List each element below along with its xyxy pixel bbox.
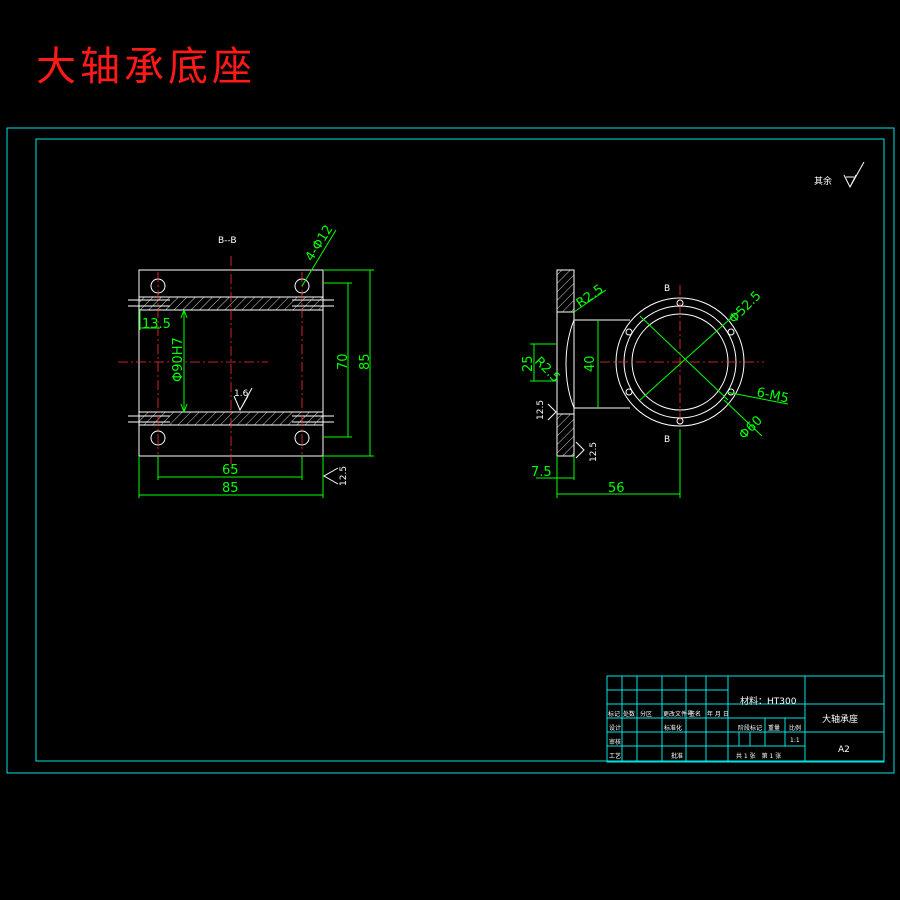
dim-r2-5-top: R2.5 bbox=[574, 282, 607, 311]
dim-6-m5: 6-M5 bbox=[755, 385, 790, 406]
section-label: B--B bbox=[218, 236, 237, 246]
role-check: 审核 bbox=[609, 738, 621, 746]
dim-70: 70 bbox=[336, 353, 351, 370]
dim-25: 25 bbox=[521, 355, 536, 372]
b-marker-top: B bbox=[664, 284, 670, 294]
hdr-sign: 签名 bbox=[689, 710, 701, 718]
approve-label: 批准 bbox=[671, 752, 683, 760]
weight-label: 重量 bbox=[768, 724, 780, 732]
flange-hatch-top bbox=[556, 269, 575, 313]
roughness-note: 其余 bbox=[814, 175, 832, 187]
std-label: 标准化 bbox=[664, 724, 682, 732]
b-marker-bottom: B bbox=[664, 435, 670, 445]
page-title: 大轴承底座 bbox=[36, 44, 256, 90]
dim-13-5: 13.5 bbox=[142, 317, 171, 332]
dim-phi52-5: Φ52.5 bbox=[726, 289, 764, 327]
rough-12-5-b: 12.5 bbox=[589, 442, 599, 462]
right-view: B B R2.5 R2.5 25 40 Φ52.5 6-M5 Φ60 7.5 5… bbox=[521, 269, 790, 498]
dim-85-horizontal: 85 bbox=[222, 481, 239, 496]
outer-border bbox=[6, 127, 895, 774]
role-process: 工艺 bbox=[609, 752, 621, 760]
rough-1-6: 1.6 bbox=[234, 389, 249, 399]
hdr-mark: 标记 bbox=[608, 710, 620, 718]
hdr-date: 年 月 日 bbox=[707, 710, 729, 718]
hdr-zone: 分区 bbox=[640, 710, 652, 718]
title-block: 材料：HT300 大轴承座 A2 1:1 共 1 张 第 1 张 阶段标记 重量… bbox=[606, 675, 885, 763]
flange-hatch-bot bbox=[556, 413, 575, 457]
sheet-info: 共 1 张 第 1 张 bbox=[736, 752, 781, 760]
roughness-symbol-icon bbox=[843, 161, 865, 189]
dim-7-5: 7.5 bbox=[531, 465, 552, 480]
sheet-size: A2 bbox=[838, 745, 850, 755]
left-section-view: B--B 4-Φ12 13.5 Φ90H7 70 85 bbox=[118, 222, 374, 498]
inner-border bbox=[35, 138, 885, 762]
dim-bore: Φ90H7 bbox=[171, 337, 186, 382]
dim-56: 56 bbox=[608, 481, 625, 496]
rough-12-5-a: 12.5 bbox=[536, 400, 546, 420]
hdr-change: 更改文件号 bbox=[663, 710, 693, 718]
dim-40: 40 bbox=[583, 355, 598, 372]
ratio-label: 比例 bbox=[789, 724, 801, 732]
part-name: 大轴承座 bbox=[822, 713, 858, 725]
stage-label: 阶段标记 bbox=[738, 724, 762, 732]
material-label: 材料：HT300 bbox=[740, 695, 797, 707]
scale-value: 1:1 bbox=[790, 737, 800, 744]
dim-phi60: Φ60 bbox=[736, 413, 766, 443]
rough-12-5-left: 12.5 bbox=[339, 466, 349, 486]
role-design: 设计 bbox=[609, 724, 621, 732]
dim-85-vertical: 85 bbox=[358, 353, 373, 370]
hdr-count: 处数 bbox=[623, 710, 635, 718]
dim-65: 65 bbox=[222, 463, 239, 478]
